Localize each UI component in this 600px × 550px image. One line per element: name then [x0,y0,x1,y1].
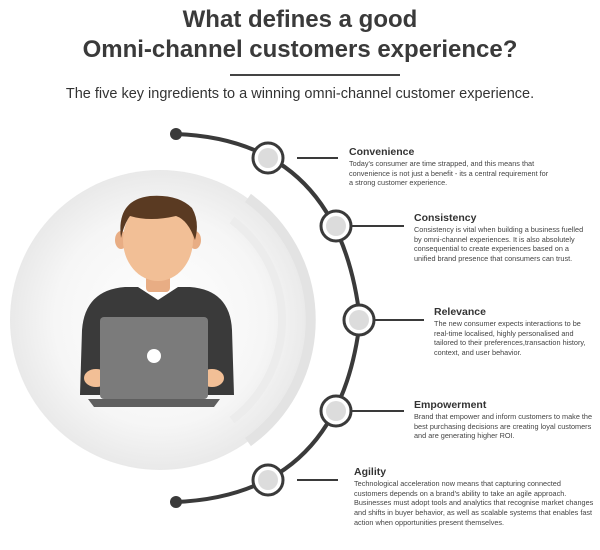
ingredient-title: Convenience [349,146,415,158]
ingredient-empowerment: Empowerment Brand that empower and infor… [414,399,599,441]
ingredient-title: Empowerment [414,399,487,411]
timeline-node-empowerment [319,394,353,428]
timeline-node-convenience [251,141,285,175]
laptop-logo-icon [147,349,161,363]
person-at-laptop-illustration [80,195,234,407]
ingredient-relevance: Relevance The new consumer expects inter… [434,306,594,358]
ingredient-description: Technological acceleration now means tha… [354,479,594,527]
timeline-start-dot [170,128,182,140]
ingredient-agility: Agility Technological acceleration now m… [354,466,594,527]
laptop-base [88,399,220,407]
ingredient-convenience: Convenience Today's consumer are time st… [349,146,549,188]
timeline-node-consistency [319,209,353,243]
page-subtitle: The five key ingredients to a winning om… [65,86,535,102]
ingredient-description: Brand that empower and inform customers … [414,412,593,441]
timeline-node-relevance [342,303,376,337]
ingredient-consistency: Consistency Consistency is vital when bu… [414,212,584,264]
title-underline [230,74,400,76]
person-hair [120,195,197,240]
timeline-end-dot [170,496,182,508]
ingredient-title: Relevance [434,306,486,318]
ingredient-description: Consistency is vital when building a bus… [414,225,584,263]
ingredient-description: Today's consumer are time strapped, and … [349,159,549,188]
ingredient-description: The new consumer expects interactions to… [434,319,586,357]
ingredient-title: Agility [354,466,387,478]
timeline-node-agility [251,463,285,497]
person-face [123,199,193,281]
page-title-line-2: Omni-channel customers experience? [82,36,518,63]
page-title-line-1: What defines a good [182,6,418,33]
ingredient-title: Consistency [414,212,477,224]
